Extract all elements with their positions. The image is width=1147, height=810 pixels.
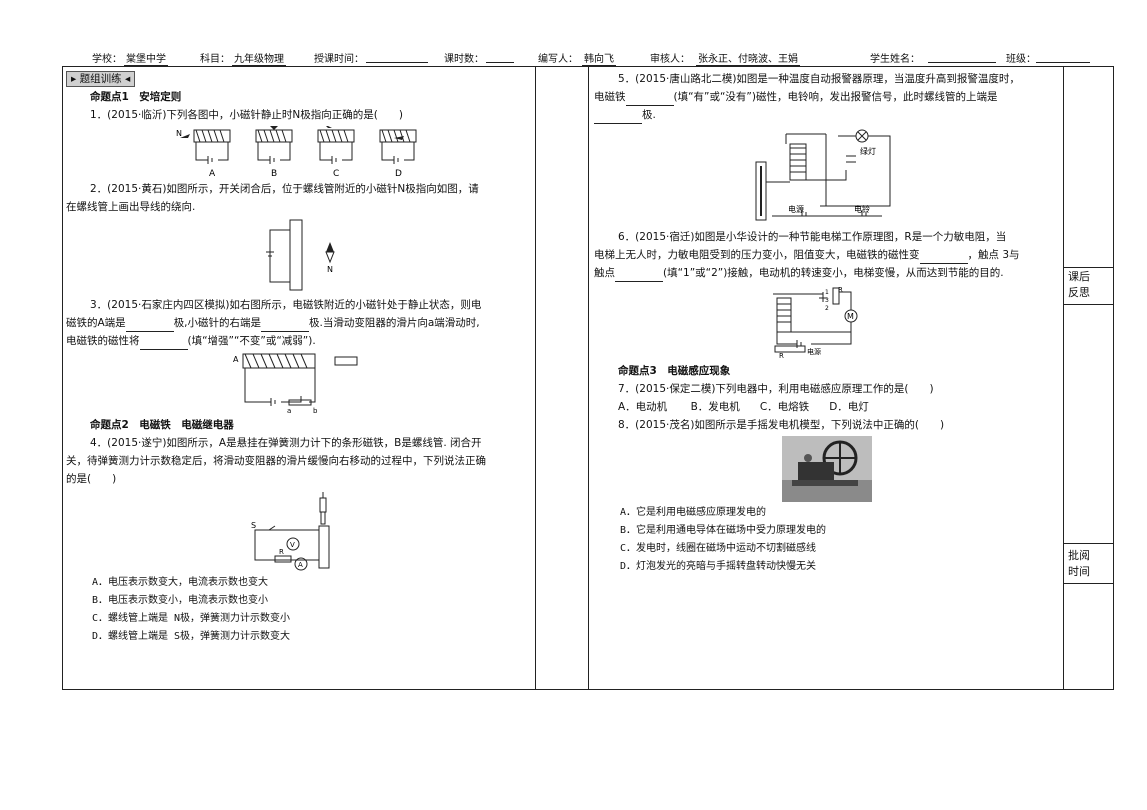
q4-v-label: V (290, 541, 295, 549)
reviewer-value: 张永正、付晓波、王娟 (696, 50, 800, 66)
question-2-line-1: 2．(2015·黄石)如图所示，开关闭合后，位于螺线管附近的小磁针N极指向如图，… (90, 183, 479, 195)
question-6-line-2: 电梯上无人时，力敏电阻受到的压力变小，阻值变大，电磁铁的磁性变，触点 3与 (594, 246, 1060, 264)
q8-option-a[interactable]: A．它是利用电磁感应原理发电的 (620, 507, 767, 518)
q3-blank-2[interactable] (261, 319, 310, 332)
q3-small-b-label: b (313, 407, 318, 414)
q3-small-a-label: a (287, 407, 291, 414)
question-3-line-1: 3．(2015·石家庄内四区模拟)如右图所示，电磁铁附近的小磁针处于静止状态，则… (90, 299, 482, 311)
student-label: 学生姓名： (870, 54, 920, 65)
q1-n-label: N (176, 129, 182, 138)
q4-option-b[interactable]: B．电压表示数变小，电流表示数也变小 (92, 595, 269, 606)
q1-figure: N A B C D (176, 126, 417, 178)
q6-motor-label: M (847, 312, 854, 321)
q6-r1-label: R (838, 286, 843, 294)
side-divider (1063, 583, 1114, 584)
question-1: 1．(2015·临沂)下列各图中，小磁针静止时N极指向正确的是( ) (90, 109, 403, 121)
hours-blank[interactable] (486, 50, 514, 63)
column-divider (1063, 66, 1064, 690)
teach-time-blank[interactable] (366, 50, 428, 63)
column-divider (588, 66, 589, 690)
question-3-line-3: 电磁铁的磁性将(填“增强”“不变”或“减弱”). (66, 332, 532, 350)
q6-contact-3: 3 (825, 297, 829, 304)
q1-label-a: A (209, 169, 216, 178)
reviewer-label: 审核人： (650, 54, 690, 65)
q3-blank-3[interactable] (139, 337, 188, 350)
teach-time-label: 授课时间： (314, 54, 364, 65)
topic-2-heading: 命题点2 电磁铁 电磁继电器 (90, 419, 234, 431)
column-divider (535, 66, 536, 690)
q6-figure: R M 电源 R 1 3 2 (773, 286, 858, 360)
topic-3-heading: 命题点3 电磁感应现象 (618, 365, 731, 377)
q7-option-a[interactable]: A．电动机 (618, 401, 668, 413)
q5-green-light-label: 绿灯 (860, 146, 876, 156)
q3-blank-1[interactable] (125, 319, 174, 332)
q5-bell-label: 电铃 (854, 204, 870, 214)
class-label: 班级： (1006, 54, 1036, 65)
worksheet-header: 学校： 棠堡中学 科目： 九年级物理 授课时间： 课时数： 编写人： 韩向飞 审… (92, 50, 1092, 66)
q4-s-label: S (251, 521, 256, 530)
side-divider (1063, 543, 1114, 544)
q7-option-b[interactable]: B．发电机 (690, 401, 740, 413)
question-4-line-2: 关，待弹簧测力计示数稳定后，将滑动变阻器的滑片缓慢向右移动的过程中，下列说法正确 (66, 455, 486, 467)
q4-r-label: R (279, 548, 284, 556)
question-6-line-1: 6．(2015·宿迁)如图是小华设计的一种节能电梯工作原理图，R是一个力敏电阻，… (618, 231, 1007, 243)
school-value: 棠堡中学 (124, 50, 168, 66)
q4-option-c[interactable]: C．螺线管上端是 N极，弹簧测力计示数变小 (92, 613, 291, 624)
q6-blank-1[interactable] (919, 251, 968, 264)
topic-1-heading: 命题点1 安培定则 (90, 91, 182, 103)
question-6-line-3: 触点(填“1”或“2”)接触，电动机的转速变小，电梯变慢，从而达到节能的目的. (594, 264, 1060, 282)
q2-figure: N (266, 219, 335, 291)
student-name-blank[interactable] (928, 50, 996, 63)
q4-a-label: A (298, 561, 303, 569)
question-2-line-2: 在螺线管上画出导线的绕向. (66, 201, 196, 213)
q4-option-d[interactable]: D．螺线管上端是 S极，弹簧测力计示数变大 (92, 631, 291, 642)
q5-blank-2[interactable] (594, 111, 642, 124)
q8-option-c[interactable]: C．发电时，线圈在磁场中运动不切割磁感线 (620, 543, 817, 554)
subject-value: 九年级物理 (232, 50, 286, 66)
reflection-label: 课后反思 (1068, 270, 1090, 299)
subject-label: 科目： (200, 54, 230, 65)
q8-option-d[interactable]: D．灯泡发光的亮暗与手摇转盘转动快慢无关 (620, 561, 817, 572)
question-5-line-1: 5．(2015·唐山路北二模)如图是一种温度自动报警器原理，当温度升高到报警温度… (618, 73, 1020, 85)
q6-contact-1: 1 (825, 289, 829, 296)
q6-contact-2: 2 (825, 305, 829, 312)
question-8: 8．(2015·茂名)如图所示是手摇发电机模型，下列说法中正确的( ) (618, 419, 945, 431)
question-4-line-1: 4．(2015·遂宁)如图所示，A是悬挂在弹簧测力计下的条形磁铁，B是螺线管. … (90, 437, 482, 449)
left-column: ▸ 题组训练 ◂ 命题点1 安培定则 1．(2015·临沂)下列各图中，小磁针静… (66, 70, 532, 646)
q8-photo (782, 436, 872, 502)
editor-label: 编写人： (538, 54, 578, 65)
question-5-line-3: 极. (594, 106, 1060, 124)
q4-option-a[interactable]: A．电压表示数变大，电流表示数也变大 (92, 577, 269, 588)
question-5-line-2: 电磁铁(填“有”或“没有”)磁性，电铃响，发出报警信号，此时螺线管的上端是 (594, 88, 1060, 106)
q1-label-d: D (395, 169, 402, 178)
question-3-line-2: 磁铁的A端是极,小磁针的右端是极.当滑动变阻器的滑片向a端滑动时, (66, 314, 532, 332)
q2-n-label: N (327, 265, 333, 274)
q5-blank-1[interactable] (625, 93, 674, 106)
editor-value: 韩向飞 (582, 50, 616, 66)
section-tag: ▸ 题组训练 ◂ (66, 71, 136, 87)
q7-option-d[interactable]: D．电灯 (829, 401, 869, 413)
hours-label: 课时数： (444, 54, 484, 65)
side-divider (1063, 304, 1114, 305)
class-blank[interactable] (1036, 50, 1090, 63)
q4-figure: S V A R (251, 492, 330, 571)
review-time-label: 批阅时间 (1068, 549, 1090, 578)
school-label: 学校： (92, 54, 122, 65)
q6-power-label: 电源 (807, 347, 821, 356)
q5-figure: 绿灯 电铃 电源 (755, 129, 891, 221)
side-divider (1063, 267, 1114, 268)
q5-power-label: 电源 (788, 204, 804, 214)
q1-label-c: C (333, 169, 339, 178)
q1-label-b: B (271, 169, 277, 178)
q6-blank-2[interactable] (615, 269, 663, 282)
right-column: 5．(2015·唐山路北二模)如图是一种温度自动报警器原理，当温度升高到报警温度… (594, 70, 1060, 576)
q8-option-b[interactable]: B．它是利用通电导体在磁场中受力原理发电的 (620, 525, 827, 536)
q7-options: A．电动机 B．发电机 C．电熔铁 D．电灯 (618, 398, 1060, 416)
q7-option-c[interactable]: C．电熔铁 (759, 401, 810, 413)
q3-figure: A a b (233, 353, 358, 414)
q6-r-label: R (779, 352, 784, 360)
question-4-line-3: 的是( ) (66, 473, 117, 485)
question-7: 7．(2015·保定二模)下列电器中，利用电磁感应原理工作的是( ) (618, 383, 934, 395)
q3-a-label: A (233, 355, 239, 364)
